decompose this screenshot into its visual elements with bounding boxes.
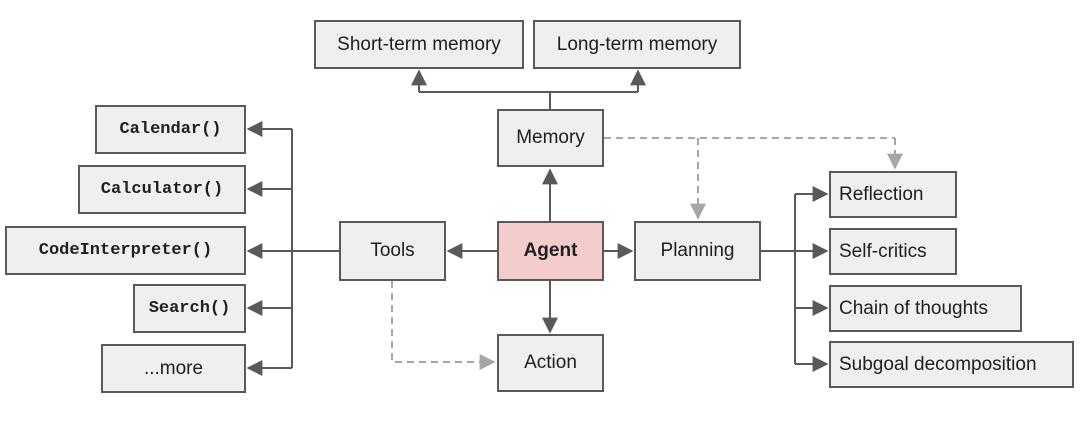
long-term-memory-label: Long-term memory xyxy=(556,33,718,55)
chain-of-thoughts-node: Chain of thoughts xyxy=(829,285,1022,332)
action-node: Action xyxy=(497,334,604,392)
calculator-tool-label: Calculator() xyxy=(100,180,224,199)
edge-tools-action-dashed xyxy=(391,281,496,370)
edge-memory-planning-dashed xyxy=(604,137,895,218)
edge-memory-bus xyxy=(419,91,638,109)
reflection-label: Reflection xyxy=(839,183,924,205)
short-term-memory-label: Short-term memory xyxy=(337,33,501,55)
edge-planning-bus xyxy=(761,194,796,364)
long-term-memory-node: Long-term memory xyxy=(533,20,741,69)
code-interpreter-tool-label: CodeInterpreter() xyxy=(38,241,213,260)
subgoal-decomposition-node: Subgoal decomposition xyxy=(829,341,1074,388)
reflection-node: Reflection xyxy=(829,171,957,218)
planning-node: Planning xyxy=(634,221,761,281)
self-critics-node: Self-critics xyxy=(829,228,957,275)
self-critics-label: Self-critics xyxy=(839,240,927,262)
agent-label: Agent xyxy=(523,240,578,261)
calculator-tool-node: Calculator() xyxy=(78,165,246,214)
more-tools-label: ...more xyxy=(143,357,204,379)
calendar-tool-node: Calendar() xyxy=(95,105,246,154)
short-term-memory-node: Short-term memory xyxy=(314,20,524,69)
code-interpreter-tool-node: CodeInterpreter() xyxy=(5,226,246,275)
action-label: Action xyxy=(524,352,577,373)
planning-label: Planning xyxy=(660,240,735,261)
memory-label: Memory xyxy=(516,127,585,148)
chain-of-thoughts-label: Chain of thoughts xyxy=(839,297,988,319)
tools-label: Tools xyxy=(370,240,415,261)
subgoal-decomposition-label: Subgoal decomposition xyxy=(839,353,1037,375)
more-tools-node: ...more xyxy=(101,344,246,393)
tools-node: Tools xyxy=(339,221,446,281)
edge-tools-bus xyxy=(291,129,339,368)
search-tool-label: Search() xyxy=(148,299,231,318)
calendar-tool-label: Calendar() xyxy=(119,120,222,139)
memory-node: Memory xyxy=(497,109,604,167)
agent-node: Agent xyxy=(497,221,604,281)
search-tool-node: Search() xyxy=(133,284,246,333)
